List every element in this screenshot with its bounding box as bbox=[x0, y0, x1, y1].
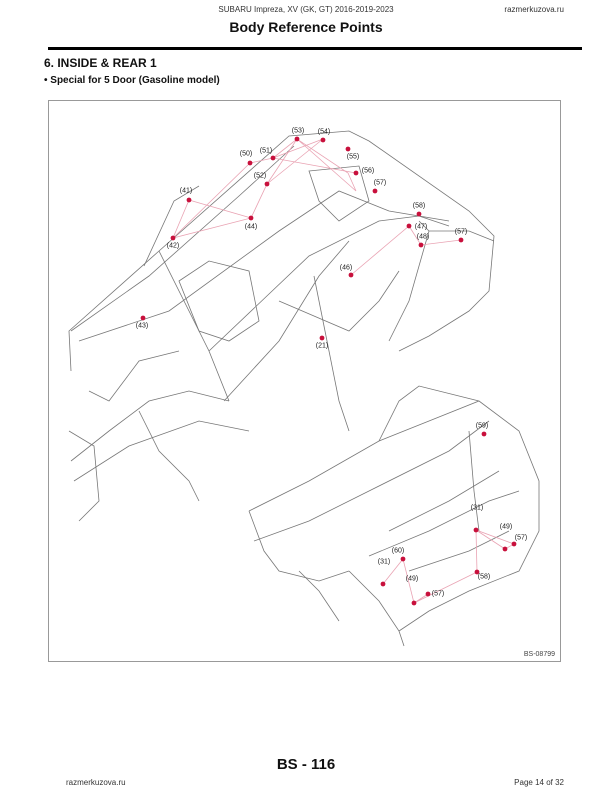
reference-point-dot bbox=[319, 335, 325, 341]
reference-point-dot bbox=[345, 146, 351, 152]
reference-point-label: (44) bbox=[244, 223, 258, 231]
reference-point-dot bbox=[411, 600, 417, 606]
figure-code: BS-08799 bbox=[523, 651, 555, 658]
page-code: BS - 116 bbox=[276, 756, 336, 773]
header-site-link[interactable]: razmerkuzova.ru bbox=[504, 5, 564, 14]
section-subtitle: • Special for 5 Door (Gasoline model) bbox=[44, 75, 220, 86]
reference-point-dot bbox=[380, 581, 386, 587]
lower-rear-outline bbox=[248, 385, 540, 647]
measurement-lines bbox=[172, 138, 515, 604]
reference-point-label: (48) bbox=[416, 233, 430, 241]
reference-point-dot bbox=[353, 170, 359, 176]
reference-point-label: (49) bbox=[499, 523, 513, 531]
reference-point-dot bbox=[406, 223, 412, 229]
footer-site-link[interactable]: razmerkuzova.ru bbox=[66, 778, 126, 787]
reference-point-dot bbox=[264, 181, 270, 187]
reference-point-label: (57) bbox=[514, 534, 528, 542]
reference-point-dot bbox=[248, 215, 254, 221]
reference-point-label: (47) bbox=[414, 223, 428, 231]
reference-point-label: (53) bbox=[291, 127, 305, 135]
reference-point-dot bbox=[458, 237, 464, 243]
reference-point-label: (31) bbox=[377, 558, 391, 566]
reference-point-dot bbox=[474, 569, 480, 575]
reference-point-dot bbox=[348, 272, 354, 278]
section-title: 6. INSIDE & REAR 1 bbox=[44, 56, 157, 70]
reference-point-dot bbox=[186, 197, 192, 203]
reference-point-dot bbox=[418, 242, 424, 248]
reference-point-label: (58) bbox=[477, 573, 491, 581]
reference-point-label: (56) bbox=[361, 167, 375, 175]
reference-point-label: (51) bbox=[259, 147, 273, 155]
upper-body-outline bbox=[68, 130, 495, 522]
reference-point-label: (42) bbox=[166, 242, 180, 250]
page-number: Page 14 of 32 bbox=[514, 778, 564, 787]
reference-point-dot bbox=[511, 541, 517, 547]
reference-point-dot bbox=[247, 160, 253, 166]
reference-point-label: (55) bbox=[346, 153, 360, 161]
reference-point-dot bbox=[170, 235, 176, 241]
reference-point-label: (60) bbox=[391, 547, 405, 555]
reference-point-label: (49) bbox=[405, 575, 419, 583]
reference-point-label: (31) bbox=[470, 504, 484, 512]
reference-point-label: (41) bbox=[179, 187, 193, 195]
reference-point-label: (21) bbox=[315, 342, 329, 350]
reference-point-label: (57) bbox=[454, 228, 468, 236]
reference-point-markers bbox=[140, 136, 517, 606]
reference-point-label: (43) bbox=[135, 322, 149, 330]
body-reference-diagram: (53) (54) (50) (51) (55)(56) (52) (57) (41) (42)… bbox=[48, 100, 561, 662]
car-body-drawing bbox=[68, 130, 540, 647]
reference-point-dot bbox=[473, 527, 479, 533]
reference-point-label: (52) bbox=[253, 172, 267, 180]
reference-point-label: (57) bbox=[373, 179, 387, 187]
reference-point-label: (54) bbox=[317, 128, 331, 136]
reference-point-label: (57) bbox=[431, 590, 445, 598]
reference-point-dot bbox=[372, 188, 378, 194]
reference-point-dot bbox=[294, 136, 300, 142]
reference-point-label: (59) bbox=[475, 422, 489, 430]
reference-point-dot bbox=[502, 546, 508, 552]
header-divider bbox=[48, 47, 582, 50]
reference-point-label: (50) bbox=[239, 150, 253, 158]
reference-point-dot bbox=[425, 591, 431, 597]
reference-point-label: (46) bbox=[339, 264, 353, 272]
reference-point-dot bbox=[320, 137, 326, 143]
reference-point-dot bbox=[270, 155, 276, 161]
document-model-header: SUBARU Impreza, XV (GK, GT) 2016-2019-20… bbox=[218, 5, 394, 14]
reference-point-dot bbox=[416, 211, 422, 217]
reference-point-dot bbox=[400, 556, 406, 562]
reference-point-dot bbox=[140, 315, 146, 321]
reference-point-dot bbox=[481, 431, 487, 437]
reference-point-label: (58) bbox=[412, 202, 426, 210]
page-title: Body Reference Points bbox=[229, 19, 383, 35]
